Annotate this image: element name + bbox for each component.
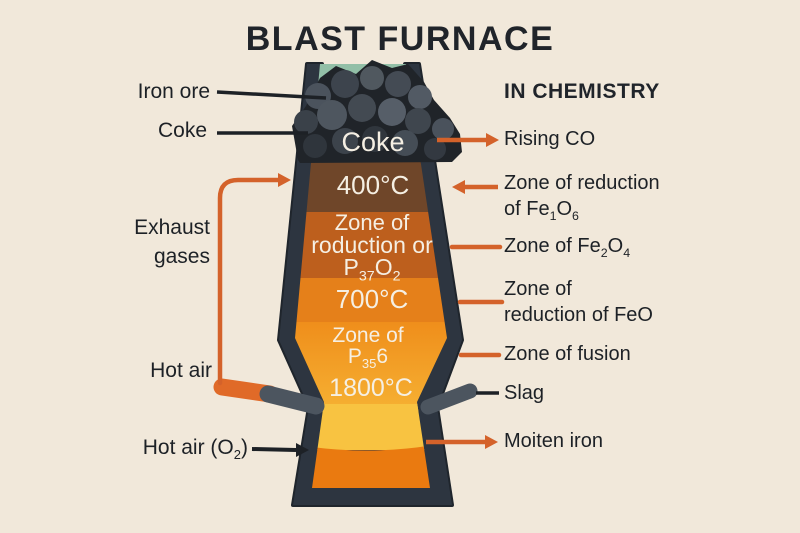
label-molten-iron: Moiten iron (504, 430, 603, 452)
molten-iron-arrow (426, 435, 498, 449)
label-iron-ore: Iron ore (137, 80, 210, 103)
label-zone-reduction-fe1o6: Zone of reduction of Fe1O6 (504, 172, 660, 223)
label-hot-air: Hot air (150, 359, 212, 382)
slag-pipe (420, 383, 478, 415)
furnace-label-400: 400°C (336, 170, 410, 200)
label-exhaust-gases: Exhaust gases (134, 216, 210, 268)
label-rising-co: Rising CO (504, 128, 596, 150)
exhaust-gases-arrow (217, 173, 291, 386)
label-coke: Coke (157, 119, 207, 142)
page-title: BLAST FURNACE (245, 20, 555, 58)
rising-co-arrow (437, 133, 499, 147)
hot-air-pipe (213, 378, 325, 415)
furnace-label-700: 700°C (335, 284, 409, 314)
label-zone-fe2o4: Zone of Fe2O4 (504, 235, 631, 260)
zone-700-layer (295, 278, 447, 322)
coal-lumps (292, 60, 462, 163)
label-hot-air-o2: Hot air (O2) (142, 436, 248, 463)
page-subtitle: IN CHEMISTRY (504, 80, 660, 103)
zone-reduction-layer (295, 212, 447, 278)
molten-pool-body (305, 444, 440, 488)
label-slag: Slag (504, 382, 545, 404)
hot-air-o2-arrow (251, 443, 309, 457)
iron-ore-line (216, 90, 327, 100)
label-zone-fusion: Zone of fusion (504, 343, 631, 365)
label-zone-reduction-feo: Zone of reduction of FeO (504, 278, 653, 326)
furnace-label-zone-fusion: Zone of P356 (332, 324, 404, 372)
reduction-zone-arrow (452, 180, 498, 194)
furnace-label-1800: 1800°C (329, 374, 413, 402)
furnace-label-coke: Coke (341, 127, 405, 157)
furnace-label-zone-reduction: Zone of roduction or P37O2 (311, 210, 433, 285)
